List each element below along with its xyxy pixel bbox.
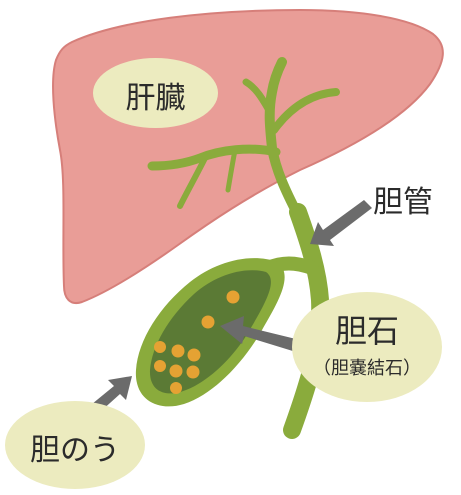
liver-label: 肝臓 <box>93 73 218 117</box>
gallstone-sublabel: （胆嚢結石） <box>292 354 442 380</box>
gallstone <box>170 382 182 394</box>
liver-label-bubble: 肝臓 <box>93 58 218 128</box>
gallbladder-label: 胆のう <box>5 425 145 469</box>
gallbladder-label-bubble: 胆のう <box>5 401 145 489</box>
gallstone-label-bubble: 胆石 （胆嚢結石） <box>292 292 442 402</box>
gallstone-label: 胆石 <box>292 306 442 352</box>
gallstone <box>187 366 200 379</box>
gallstone <box>172 345 185 358</box>
gallstone <box>227 291 240 304</box>
gallstone <box>154 341 166 353</box>
gallstone <box>188 349 201 362</box>
bile-duct-label: 胆管 <box>373 177 433 221</box>
gallstone <box>170 365 183 378</box>
gallstone <box>202 316 215 329</box>
gallstone <box>154 360 166 372</box>
arrow-bile-duct <box>310 200 372 246</box>
